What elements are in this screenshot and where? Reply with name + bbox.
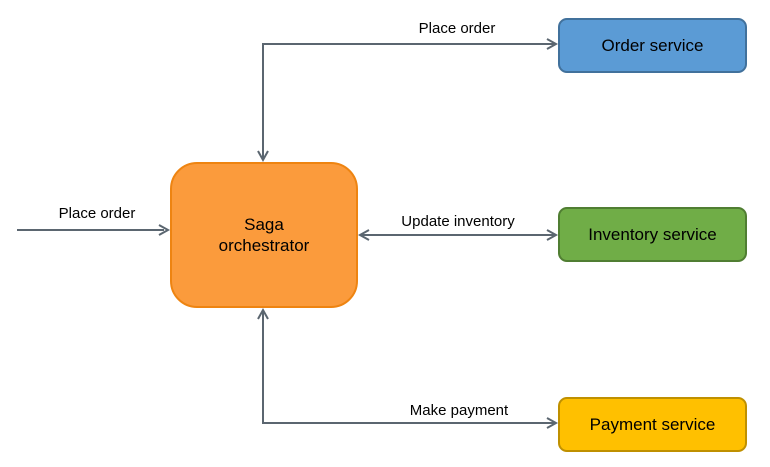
node-label: Order service: [601, 36, 704, 55]
arrowhead-down-icon: [257, 150, 269, 163]
arrowhead-left-icon: [357, 229, 370, 241]
node-inventory-service: Inventory service: [558, 207, 747, 262]
edge-label-place-order: Place order: [418, 20, 496, 37]
arrowhead-right-icon: [546, 417, 559, 429]
node-label: Payment service: [589, 415, 716, 434]
node-payment-service: Payment service: [558, 397, 747, 452]
arrowhead-up-icon: [257, 307, 269, 320]
node-saga-orchestrator: Saga orchestrator: [170, 162, 358, 308]
node-label: Inventory service: [588, 225, 717, 244]
edge-line: [262, 312, 554, 424]
arrowhead-right-icon: [158, 224, 171, 236]
node-order-service: Order service: [558, 18, 747, 73]
node-label-line: Saga: [244, 215, 284, 234]
edge-line: [262, 43, 554, 158]
edge-label-client-place-order: Place order: [58, 205, 136, 222]
edge-label-make-payment: Make payment: [409, 402, 509, 419]
arrowhead-right-icon: [546, 229, 559, 241]
edge-make-payment: [257, 307, 559, 429]
node-label-line: orchestrator: [218, 236, 310, 255]
arrowhead-right-icon: [546, 38, 559, 50]
node-label: Saga orchestrator: [219, 214, 310, 256]
edge-update-inventory: [357, 229, 559, 241]
edge-client-place-order: [17, 224, 171, 236]
edge-label-update-inventory: Update inventory: [401, 213, 515, 230]
edge-place-order: [257, 38, 559, 163]
